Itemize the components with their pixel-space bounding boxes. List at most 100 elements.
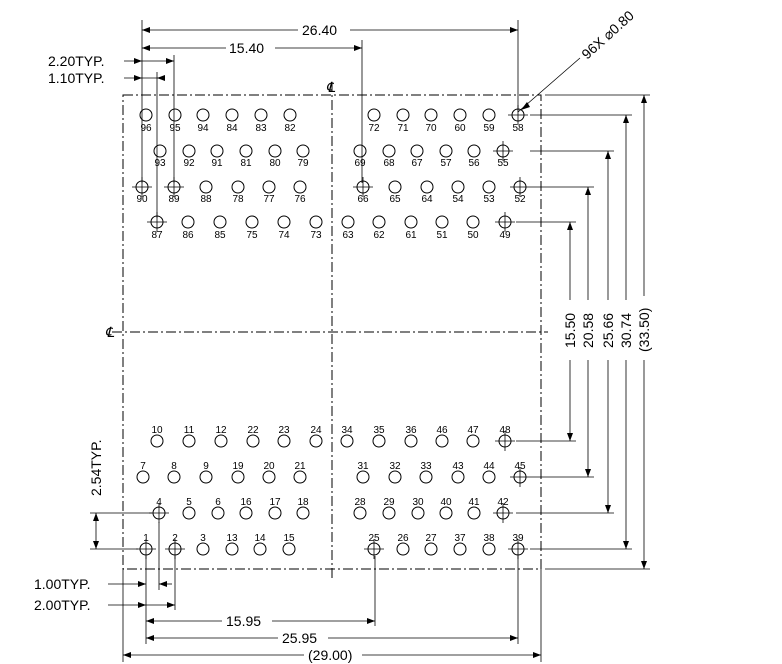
pin-label: 72 bbox=[368, 123, 380, 134]
dim-overall-span-bottom: 25.95 bbox=[282, 630, 317, 646]
pin-hole bbox=[467, 506, 481, 520]
pin-label: 38 bbox=[483, 533, 495, 544]
pin-hole bbox=[211, 506, 225, 520]
pin-30: 30 bbox=[411, 497, 425, 520]
pin-hole bbox=[182, 506, 196, 520]
pin-hole bbox=[139, 108, 153, 122]
pin-hole bbox=[404, 434, 418, 448]
pin-9: 9 bbox=[199, 461, 213, 484]
pin-label: 80 bbox=[269, 158, 281, 169]
pin-label: 79 bbox=[297, 158, 309, 169]
pin-hole bbox=[382, 144, 396, 158]
pin-label: 96 bbox=[140, 123, 152, 134]
pin-84: 84 bbox=[225, 108, 239, 134]
pin-52: 52 bbox=[510, 177, 530, 205]
pin-93: 93 bbox=[153, 144, 167, 169]
pin-70: 70 bbox=[424, 108, 438, 134]
pin-label: 70 bbox=[425, 123, 437, 134]
dim-right-20-58: 20.58 bbox=[580, 313, 596, 348]
pin-label: 89 bbox=[168, 194, 180, 205]
pin-hole bbox=[150, 434, 164, 448]
pin-hole bbox=[246, 434, 260, 448]
pin-11: 11 bbox=[182, 425, 196, 448]
pin-hole bbox=[168, 108, 182, 122]
pin-label: 66 bbox=[357, 194, 369, 205]
pin-label: 20 bbox=[263, 461, 275, 472]
pin-49: 49 bbox=[495, 212, 515, 241]
pin-hole bbox=[451, 180, 465, 194]
pin-91: 91 bbox=[210, 144, 224, 169]
pin-hole bbox=[293, 180, 307, 194]
pin-label: 8 bbox=[171, 461, 177, 472]
pin-83: 83 bbox=[254, 108, 268, 134]
pin-label: 40 bbox=[440, 497, 452, 508]
pin-label: 26 bbox=[397, 533, 409, 544]
pin-label: 64 bbox=[421, 194, 433, 205]
pin-label: 71 bbox=[397, 123, 409, 134]
pin-label: 56 bbox=[468, 158, 480, 169]
pin-13: 13 bbox=[225, 533, 239, 556]
pin-hole bbox=[196, 108, 210, 122]
pin-hole bbox=[382, 506, 396, 520]
pin-7: 7 bbox=[136, 461, 150, 484]
pin-85: 85 bbox=[213, 215, 227, 241]
pin-72: 72 bbox=[367, 108, 381, 134]
pin-80: 80 bbox=[268, 144, 282, 169]
pin-15: 15 bbox=[282, 533, 296, 556]
pin-hole bbox=[451, 470, 465, 484]
pin-hole bbox=[231, 470, 245, 484]
pin-4: 4 bbox=[149, 497, 169, 523]
pin-2: 2 bbox=[165, 533, 185, 559]
pin-label: 54 bbox=[452, 194, 464, 205]
pin-label: 7 bbox=[140, 461, 146, 472]
pin-hole bbox=[372, 215, 386, 229]
pin-hole bbox=[396, 542, 410, 556]
pin-92: 92 bbox=[182, 144, 196, 169]
pin-hole bbox=[277, 434, 291, 448]
pin-label: 19 bbox=[232, 461, 244, 472]
pin-label: 78 bbox=[232, 194, 244, 205]
pin-label: 41 bbox=[468, 497, 480, 508]
pin-hole bbox=[482, 542, 496, 556]
pin-19: 19 bbox=[231, 461, 245, 484]
pin-label: 83 bbox=[255, 123, 267, 134]
pin-hole bbox=[466, 434, 480, 448]
pin-hole bbox=[340, 434, 354, 448]
pin-27: 27 bbox=[424, 533, 438, 556]
pin-label: 33 bbox=[420, 461, 432, 472]
pin-label: 43 bbox=[452, 461, 464, 472]
pin-hole bbox=[167, 470, 181, 484]
pin-75: 75 bbox=[245, 215, 259, 241]
pin-label: 57 bbox=[440, 158, 452, 169]
dim-pitch-2-top: 2.20TYP. bbox=[48, 53, 105, 69]
pin-label: 92 bbox=[183, 158, 195, 169]
pin-88: 88 bbox=[199, 180, 213, 205]
pin-label: 17 bbox=[269, 497, 281, 508]
pin-86: 86 bbox=[181, 215, 195, 241]
pin-label: 21 bbox=[294, 461, 306, 472]
pin-label: 65 bbox=[389, 194, 401, 205]
pin-label: 95 bbox=[169, 123, 181, 134]
pin-label: 37 bbox=[454, 533, 466, 544]
hole-callout: 96X ⌀0.80 bbox=[517, 7, 637, 113]
pin-51: 51 bbox=[435, 215, 449, 241]
pin-hole bbox=[210, 144, 224, 158]
pin-1: 1 bbox=[136, 533, 156, 559]
pin-hole bbox=[482, 180, 496, 194]
pin-hole bbox=[309, 434, 323, 448]
dim-right-25-66: 25.66 bbox=[600, 313, 616, 348]
pin-label: 12 bbox=[215, 425, 227, 436]
pin-96: 96 bbox=[139, 108, 153, 134]
pin-54: 54 bbox=[451, 180, 465, 205]
pin-hole bbox=[245, 215, 259, 229]
horizontal-centerline-symbol: ℄ bbox=[105, 324, 115, 340]
pin-label: 63 bbox=[342, 230, 354, 241]
pin-hole bbox=[182, 434, 196, 448]
top-dimensions: 26.40 15.40 2.20TYP. 1.10TYP. bbox=[48, 20, 519, 218]
pin-hole bbox=[482, 470, 496, 484]
pin-26: 26 bbox=[396, 533, 410, 556]
pin-label: 30 bbox=[412, 497, 424, 508]
pin-hole bbox=[424, 542, 438, 556]
pin-55: 55 bbox=[493, 141, 513, 169]
pin-66: 66 bbox=[353, 177, 373, 205]
